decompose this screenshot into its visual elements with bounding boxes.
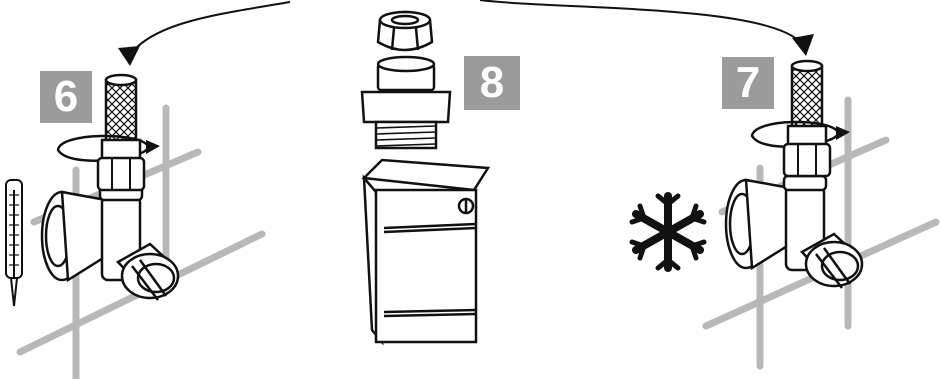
arrow-left [128,2,290,58]
snowflake-icon [632,196,704,268]
angle-valve-left [42,186,178,300]
arrow-right [480,0,802,44]
step-8-badge: 8 [464,56,520,110]
threaded-fitting [362,57,450,148]
boiler-unit [364,160,488,342]
arrow-left-head [118,46,140,66]
thermometer-icon [6,180,22,306]
step-7-badge: 7 [722,57,774,109]
compression-nut [378,12,432,50]
angle-valve-right [726,176,862,288]
step-6-badge: 6 [40,71,92,123]
